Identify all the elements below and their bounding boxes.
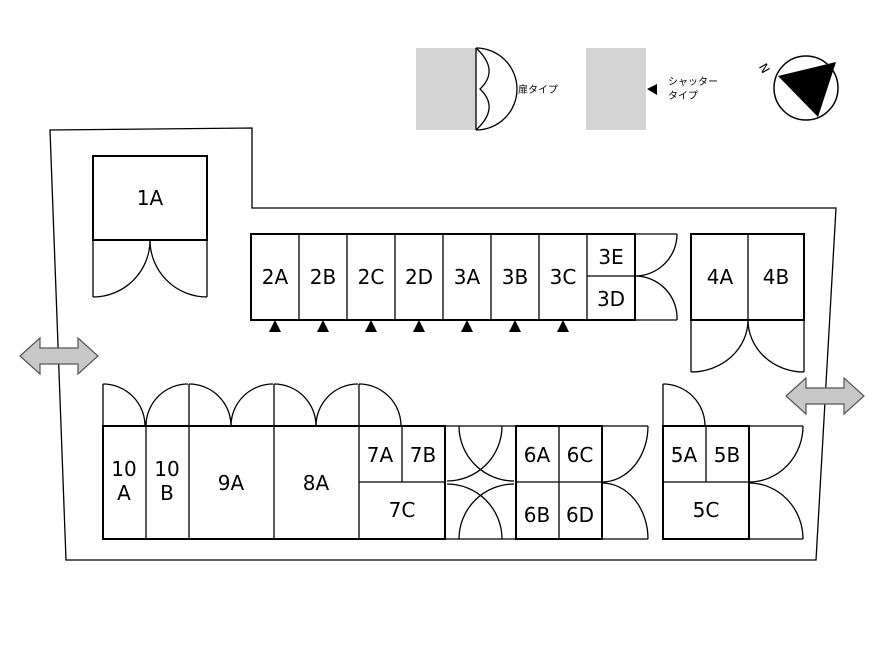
shutter-type-sample <box>586 48 646 130</box>
shutter-icon-2D <box>413 320 425 332</box>
unit-1A[interactable]: 1A <box>92 155 208 241</box>
row-6 <box>515 425 603 540</box>
unit-9A[interactable]: 9A <box>218 471 245 495</box>
unit-3C[interactable]: 3C <box>550 265 577 289</box>
unit-label: 1A <box>137 186 164 210</box>
door-1A <box>92 239 208 298</box>
entrance-arrow-west-icon <box>19 336 99 376</box>
legend-door-type: 扉タイプ <box>518 83 558 96</box>
door-swing-icon <box>475 47 518 131</box>
legend: 扉タイプ シャッター タイプ <box>416 47 718 131</box>
unit-10B-line1[interactable]: 10 <box>154 457 179 481</box>
unit-3A[interactable]: 3A <box>454 265 481 289</box>
unit-7B[interactable]: 7B <box>410 443 436 467</box>
unit-5C[interactable]: 5C <box>693 498 720 522</box>
unit-3D[interactable]: 3D <box>597 287 625 311</box>
unit-7A[interactable]: 7A <box>367 443 394 467</box>
unit-3E[interactable]: 3E <box>598 245 623 269</box>
unit-10A-line2[interactable]: A <box>117 481 131 505</box>
unit-10B-line2[interactable]: B <box>160 481 174 505</box>
unit-5B[interactable]: 5B <box>714 443 740 467</box>
north-arrow-icon <box>778 62 836 117</box>
doors-10-7 <box>102 383 402 427</box>
shutter-icon-2C <box>365 320 377 332</box>
unit-3B[interactable]: 3B <box>502 265 528 289</box>
shutter-icon-2A <box>269 320 281 332</box>
unit-5A[interactable]: 5A <box>671 443 698 467</box>
door-6-right <box>601 425 649 540</box>
unit-2C[interactable]: 2C <box>358 265 385 289</box>
unit-2A[interactable]: 2A <box>262 265 289 289</box>
doors-7-6 <box>445 425 516 540</box>
door-3E-3D <box>634 233 678 321</box>
unit-2D[interactable]: 2D <box>405 265 433 289</box>
door-4 <box>690 319 805 373</box>
row-10-7 <box>102 425 446 540</box>
unit-6B[interactable]: 6B <box>524 503 550 527</box>
entrance-arrow-east-icon <box>785 376 865 416</box>
shutter-markers <box>269 320 569 332</box>
unit-4B[interactable]: 4B <box>763 265 789 289</box>
unit-10A-line1[interactable]: 10 <box>111 457 136 481</box>
unit-8A[interactable]: 8A <box>303 471 330 495</box>
legend-shutter-line2: タイプ <box>668 90 698 102</box>
doors-5 <box>662 383 804 540</box>
shutter-marker-icon <box>647 84 657 95</box>
shutter-icon-2B <box>317 320 329 332</box>
unit-2B[interactable]: 2B <box>310 265 336 289</box>
unit-6C[interactable]: 6C <box>567 443 594 467</box>
unit-6A[interactable]: 6A <box>524 443 551 467</box>
shutter-icon-3B <box>509 320 521 332</box>
shutter-icon-3A <box>461 320 473 332</box>
unit-7C[interactable]: 7C <box>389 498 416 522</box>
compass: N <box>756 55 839 121</box>
door-type-sample <box>416 48 476 130</box>
row-4 <box>690 233 805 321</box>
row-2-3 <box>250 233 636 321</box>
shutter-icon-3C <box>557 320 569 332</box>
unit-6D[interactable]: 6D <box>566 503 594 527</box>
compass-north-label: N <box>756 61 773 76</box>
unit-4A[interactable]: 4A <box>707 265 734 289</box>
legend-shutter-line1: シャッター <box>668 76 718 88</box>
